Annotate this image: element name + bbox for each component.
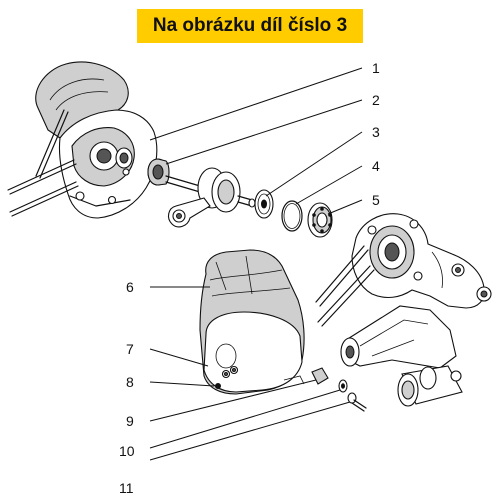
callout-numbers: 1 2 3 4 5 6 7 8 9 10 11 (119, 60, 380, 496)
callout-10: 10 (119, 443, 135, 459)
crankshaft (165, 167, 256, 228)
callout-11: 11 (119, 480, 134, 496)
callout-7: 7 (126, 341, 134, 357)
screw-part-11 (347, 392, 367, 412)
cooling-cover (199, 249, 305, 395)
spacer-washer-part-3 (254, 189, 274, 219)
callout-4: 4 (372, 158, 380, 174)
callout-9: 9 (126, 413, 134, 429)
callout-2: 2 (372, 92, 380, 108)
left-crankcase-half (7, 61, 158, 219)
washer-part-10 (338, 379, 348, 393)
callout-3: 3 (372, 124, 380, 140)
snap-ring-part-4 (281, 200, 303, 232)
right-crankcase-half (315, 213, 492, 407)
leader-lines (149, 67, 363, 461)
rubber-grommet-part-9 (311, 367, 329, 385)
callout-5: 5 (372, 192, 380, 208)
callout-6: 6 (126, 279, 134, 295)
banner-title: Na obrázku díl číslo 3 (152, 15, 348, 36)
highlight-banner: Na obrázku díl číslo 3 (137, 9, 363, 43)
bearing-part-5 (307, 202, 333, 238)
callout-8: 8 (126, 374, 134, 390)
callout-1: 1 (372, 60, 380, 76)
main-bearing (147, 158, 170, 186)
